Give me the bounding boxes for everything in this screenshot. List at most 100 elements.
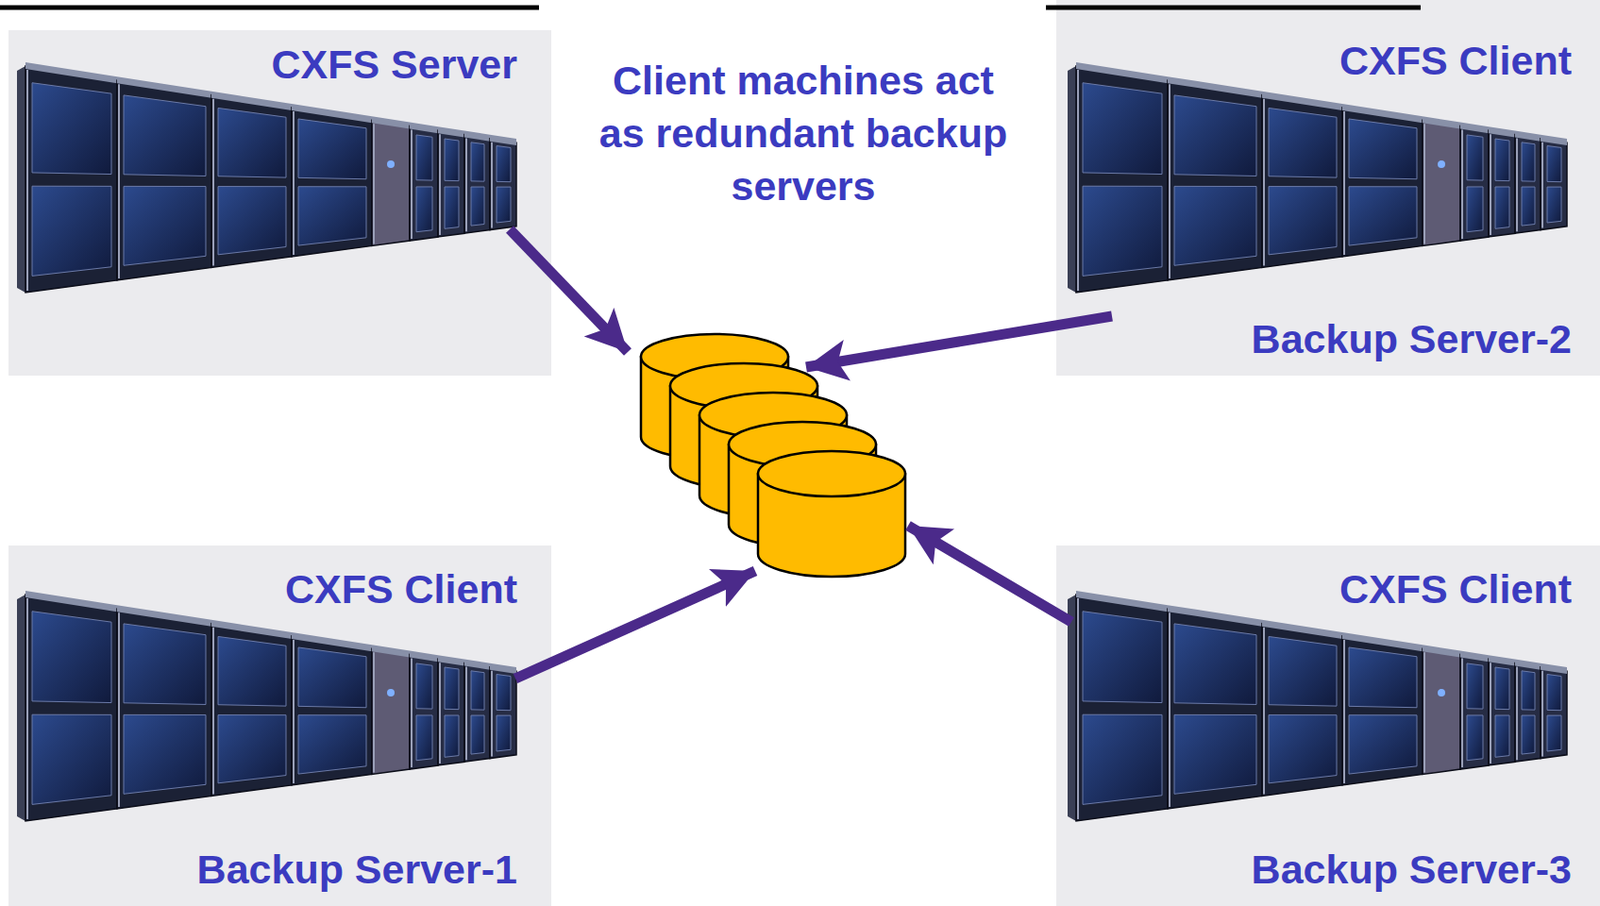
rack-cabinet	[1460, 654, 1489, 770]
panel-grounds	[8, 0, 1600, 906]
rack-cabinet	[1488, 130, 1516, 237]
rack-edge	[1489, 134, 1492, 236]
rack-cabinet	[25, 66, 118, 293]
rack-edge	[1541, 142, 1544, 229]
rack-door	[1521, 186, 1535, 226]
rack-door	[1174, 623, 1257, 706]
rack-cabinet	[1076, 594, 1168, 822]
rack-door	[1466, 663, 1483, 709]
rack-door	[1174, 714, 1257, 794]
rack-edge	[1541, 671, 1544, 758]
note-label: Client machines act as redundant backup …	[595, 54, 1011, 214]
rack-edge	[410, 129, 413, 239]
server-rack	[1067, 590, 1567, 822]
rack-edge	[1168, 84, 1171, 279]
rack-cabinet	[489, 667, 517, 759]
rack-cap	[464, 131, 490, 142]
rack-door	[444, 186, 459, 229]
rack-cap	[489, 663, 517, 674]
rack-edge	[1461, 129, 1464, 239]
rack-edge	[212, 99, 215, 267]
rack-cabinet	[117, 80, 212, 281]
rack-door	[1348, 715, 1417, 775]
rack-cabinet	[291, 636, 372, 786]
rack-edge	[1489, 662, 1492, 764]
rack-edge	[465, 667, 468, 761]
rack-cap	[1167, 76, 1263, 99]
rack-door	[444, 138, 459, 182]
rack-cap	[1422, 644, 1461, 657]
rack-edge	[1343, 640, 1346, 784]
rack-edge	[292, 640, 295, 784]
rack-door	[471, 186, 485, 226]
rack-door	[1082, 714, 1163, 805]
rack-cabinet	[1262, 95, 1343, 269]
rack-side	[16, 66, 26, 293]
rack-door	[1495, 186, 1510, 229]
rack-cabinet	[117, 608, 212, 809]
role-label: CXFS Client	[285, 566, 518, 613]
rack-door	[298, 186, 367, 246]
rack-cabinet	[437, 130, 465, 237]
storage-arrows	[509, 229, 1112, 679]
rack-edge	[490, 671, 493, 758]
rack-door	[32, 714, 112, 805]
rack-cabinet	[1515, 134, 1541, 235]
server-rack	[1067, 62, 1567, 293]
rack-door	[123, 623, 206, 706]
server-panel: CXFS Server	[8, 30, 552, 376]
rack-cabinet	[437, 658, 465, 766]
rack-edge	[117, 84, 120, 279]
rack-edge	[26, 598, 29, 820]
rack-light	[387, 160, 395, 169]
rack-cap	[25, 590, 118, 612]
rack-cap	[409, 650, 438, 662]
rack-cabinet	[1515, 663, 1541, 763]
rack-cap	[1515, 131, 1541, 142]
arrow	[509, 229, 628, 353]
rack-cap	[1262, 620, 1343, 640]
rack-door	[1547, 715, 1562, 752]
rack-cap	[1422, 116, 1461, 129]
rack-cap	[1167, 605, 1263, 627]
rack-edge	[117, 612, 120, 808]
rack-cabinet	[1488, 658, 1516, 766]
rack-cabinet	[489, 138, 517, 231]
rack-door	[1547, 186, 1562, 223]
rack-edge	[1515, 138, 1518, 233]
server-panel: CXFS ClientBackup Server-3	[1056, 545, 1600, 906]
rack-edge	[372, 652, 375, 773]
rack-cabinet	[1167, 608, 1263, 809]
arrow	[806, 316, 1112, 368]
role-label: CXFS Client	[1339, 566, 1572, 613]
panel-ground	[1056, 545, 1600, 906]
rack-edge	[410, 657, 413, 768]
rack-edge	[1515, 667, 1518, 761]
rack-edge	[26, 69, 29, 291]
rack-side	[1067, 594, 1077, 822]
rack-door	[1466, 134, 1483, 181]
rack-edge	[1077, 598, 1079, 820]
rack-door	[218, 107, 287, 178]
backup-label: Backup Server-3	[1251, 846, 1572, 893]
rack-door	[1495, 667, 1510, 710]
rack-edge	[1263, 627, 1265, 795]
rack-light	[387, 689, 395, 697]
rack-door	[1495, 138, 1510, 182]
rack-door	[123, 185, 206, 266]
rack-cabinet	[211, 623, 292, 797]
panel-ground	[1056, 0, 1600, 376]
rack-door	[444, 667, 459, 710]
rack-door	[416, 186, 433, 233]
rack-cap	[409, 121, 438, 134]
rack-cap	[1076, 62, 1168, 84]
rack-door	[1268, 715, 1337, 784]
rack-door	[1268, 107, 1337, 178]
rack-cabinet	[464, 663, 490, 763]
rack-door	[1268, 186, 1337, 255]
rack-edge	[1423, 652, 1426, 773]
rack-door	[496, 145, 511, 182]
rack-door	[471, 715, 485, 755]
rack-door	[1466, 186, 1483, 233]
